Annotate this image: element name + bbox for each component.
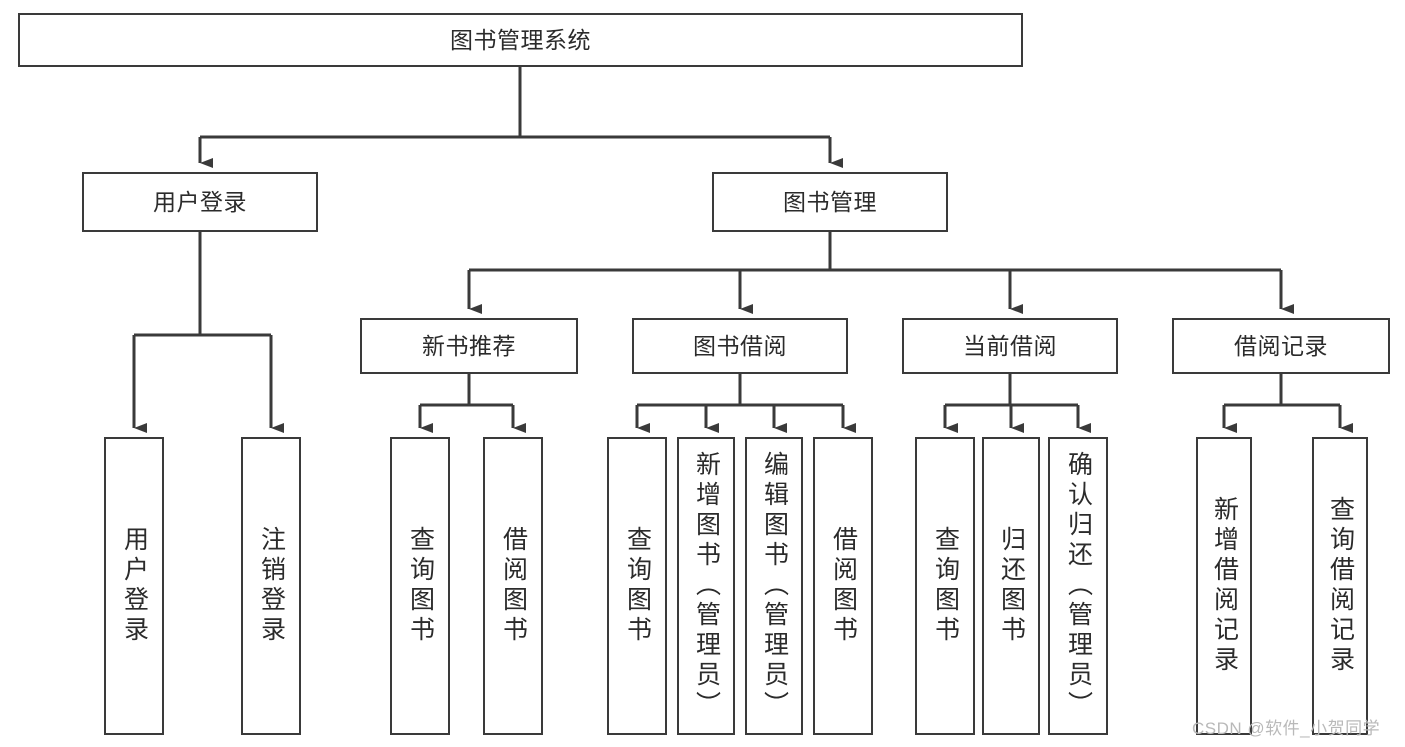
node-leaf-0[interactable]: 用户登录 — [104, 437, 164, 735]
node-root-label: 图书管理系统 — [450, 26, 591, 53]
node-leaf-7[interactable]: 借阅图书 — [813, 437, 873, 735]
node-leaf-3[interactable]: 借阅图书 — [483, 437, 543, 735]
node-leaf-5[interactable]: 新增图书（管理员） — [677, 437, 735, 735]
node-leaf-4[interactable]: 查询图书 — [607, 437, 667, 735]
node-leaf-7-label: 借阅图书 — [829, 526, 858, 646]
node-leaf-8[interactable]: 查询图书 — [915, 437, 975, 735]
node-leaf-3-label: 借阅图书 — [499, 526, 528, 646]
node-level3-2[interactable]: 当前借阅 — [902, 318, 1118, 374]
node-leaf-9-label: 归还图书 — [997, 526, 1026, 646]
node-leaf-1-label: 注销登录 — [257, 526, 286, 646]
node-leaf-0-label: 用户登录 — [120, 526, 149, 646]
node-root[interactable]: 图书管理系统 — [18, 13, 1023, 67]
node-level3-2-label: 当前借阅 — [963, 332, 1057, 359]
node-leaf-1[interactable]: 注销登录 — [241, 437, 301, 735]
node-leaf-2[interactable]: 查询图书 — [390, 437, 450, 735]
node-level3-1-label: 图书借阅 — [693, 332, 787, 359]
node-leaf-12[interactable]: 查询借阅记录 — [1312, 437, 1368, 735]
node-leaf-9[interactable]: 归还图书 — [982, 437, 1040, 735]
node-level2-0[interactable]: 用户登录 — [82, 172, 318, 232]
node-leaf-10-label: 确认归还（管理员） — [1064, 451, 1093, 721]
node-level3-3[interactable]: 借阅记录 — [1172, 318, 1390, 374]
node-level2-1-label: 图书管理 — [783, 188, 877, 215]
node-leaf-5-label: 新增图书（管理员） — [692, 451, 721, 721]
node-leaf-2-label: 查询图书 — [406, 526, 435, 646]
node-level2-1[interactable]: 图书管理 — [712, 172, 948, 232]
node-leaf-11[interactable]: 新增借阅记录 — [1196, 437, 1252, 735]
node-leaf-6-label: 编辑图书（管理员） — [760, 451, 789, 721]
node-leaf-8-label: 查询图书 — [931, 526, 960, 646]
node-level3-0[interactable]: 新书推荐 — [360, 318, 578, 374]
node-leaf-12-label: 查询借阅记录 — [1326, 496, 1355, 676]
watermark: CSDN @软件_小贺同学 — [1192, 719, 1381, 738]
node-level2-0-label: 用户登录 — [153, 188, 247, 215]
node-level3-1[interactable]: 图书借阅 — [632, 318, 848, 374]
node-level3-3-label: 借阅记录 — [1234, 332, 1328, 359]
node-leaf-10[interactable]: 确认归还（管理员） — [1048, 437, 1108, 735]
node-level3-0-label: 新书推荐 — [422, 332, 516, 359]
node-leaf-11-label: 新增借阅记录 — [1210, 496, 1239, 676]
node-leaf-4-label: 查询图书 — [623, 526, 652, 646]
node-leaf-6[interactable]: 编辑图书（管理员） — [745, 437, 803, 735]
